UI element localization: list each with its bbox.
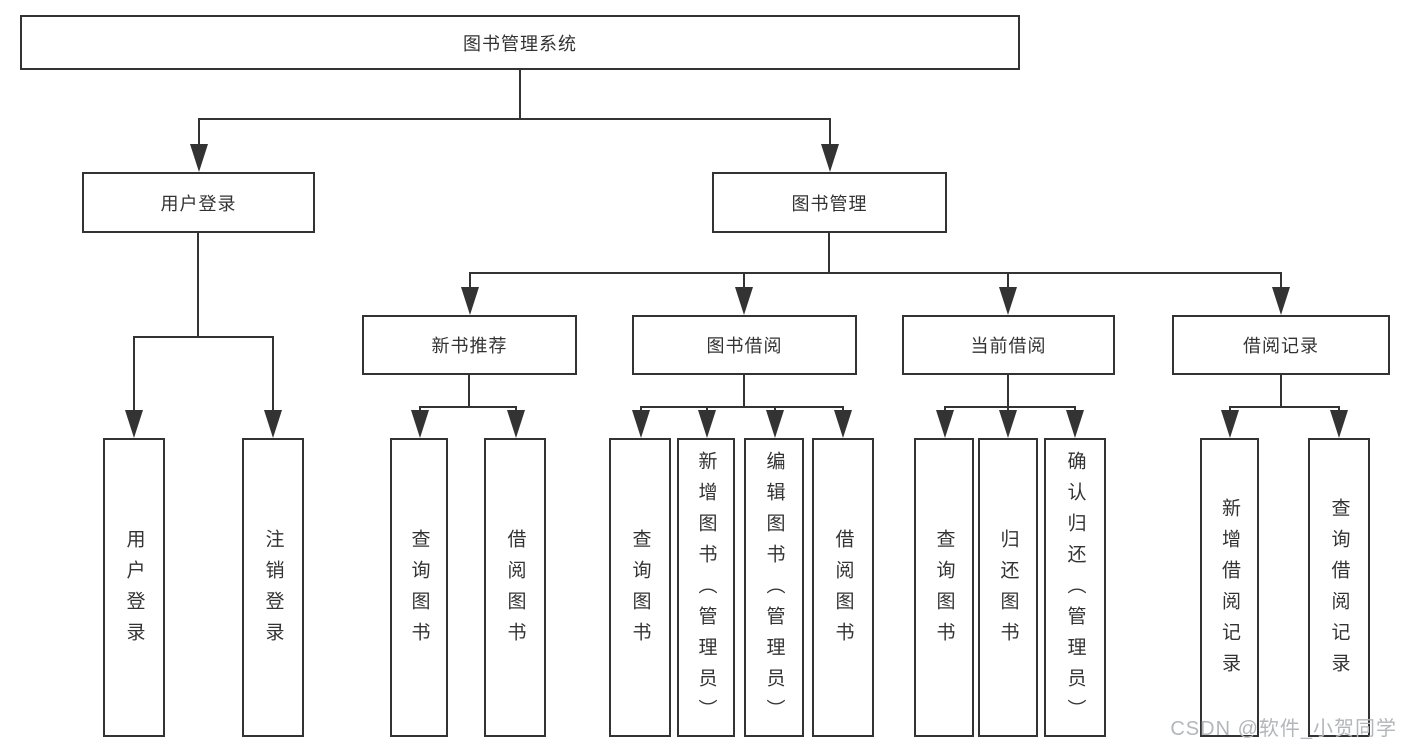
arrow-to-leaf-query-borrow-record (1330, 406, 1348, 438)
leaf-user-login: 用户登录 (103, 438, 165, 737)
node-book-management: 图书管理 (712, 172, 947, 233)
connector-records-stem (1280, 375, 1282, 408)
arrow-to-leaf-user-login (125, 336, 143, 438)
leaf-query-books-recommend: 查询图书 (390, 438, 448, 737)
arrow-to-leaf-logout (264, 336, 282, 438)
arrow-to-user-login (190, 118, 208, 172)
connector-book-management-bar (469, 272, 1282, 274)
connector-user-login-stem (197, 233, 199, 336)
node-user-login: 用户登录 (82, 172, 315, 233)
arrow-to-leaf-query-books-recommend (411, 406, 429, 438)
node-book-borrowing: 图书借阅 (632, 315, 857, 375)
connector-root-bar (198, 118, 830, 120)
connector-recommend-bar (419, 406, 516, 408)
arrow-to-leaf-add-book-admin (698, 406, 716, 438)
arrow-to-book-management (821, 118, 839, 172)
leaf-borrow-books-borrow: 借阅图书 (812, 438, 874, 737)
arrow-to-leaf-borrow-books-borrow (834, 406, 852, 438)
node-new-book-recommendation: 新书推荐 (362, 315, 577, 375)
connector-root-stem (519, 70, 521, 118)
leaf-query-books-current: 查询图书 (914, 438, 974, 737)
leaf-logout: 注销登录 (242, 438, 304, 737)
node-library-management-system: 图书管理系统 (20, 15, 1020, 70)
connector-records-bar (1229, 406, 1340, 408)
node-borrowing-records: 借阅记录 (1172, 315, 1390, 375)
leaf-confirm-return-admin: 确认归还（管理员） (1044, 438, 1106, 737)
arrow-to-current-borrowing (999, 272, 1017, 315)
connector-recommend-stem (468, 375, 470, 408)
leaf-add-borrow-record: 新增借阅记录 (1200, 438, 1259, 737)
connector-user-login-bar (133, 336, 274, 338)
arrow-to-leaf-query-books-current (936, 406, 954, 438)
node-current-borrowing: 当前借阅 (902, 315, 1115, 375)
leaf-add-book-admin: 新增图书（管理员） (677, 438, 735, 737)
connector-current-stem (1007, 375, 1009, 408)
arrow-to-leaf-query-books-borrow (632, 406, 650, 438)
leaf-borrow-books-recommend: 借阅图书 (484, 438, 546, 737)
leaf-query-books-borrow: 查询图书 (609, 438, 671, 737)
connector-current-bar (944, 406, 1076, 408)
arrow-to-leaf-confirm-return-admin (1066, 406, 1084, 438)
arrow-to-new-book-recommendation (461, 272, 479, 315)
leaf-edit-book-admin: 编辑图书（管理员） (744, 438, 804, 737)
leaf-query-borrow-record: 查询借阅记录 (1308, 438, 1370, 737)
arrow-to-leaf-return-books (999, 406, 1017, 438)
arrow-to-leaf-add-borrow-record (1221, 406, 1239, 438)
connector-book-management-stem (828, 233, 830, 274)
leaf-return-books: 归还图书 (978, 438, 1038, 737)
arrow-to-book-borrowing (735, 272, 753, 315)
connector-borrowing-stem (743, 375, 745, 408)
arrow-to-leaf-edit-book-admin (766, 406, 784, 438)
arrow-to-leaf-borrow-books-recommend (507, 406, 525, 438)
csdn-watermark: CSDN @软件_小贺同学 (1170, 718, 1397, 740)
connector-borrowing-bar (640, 406, 843, 408)
arrow-to-borrowing-records (1272, 272, 1290, 315)
